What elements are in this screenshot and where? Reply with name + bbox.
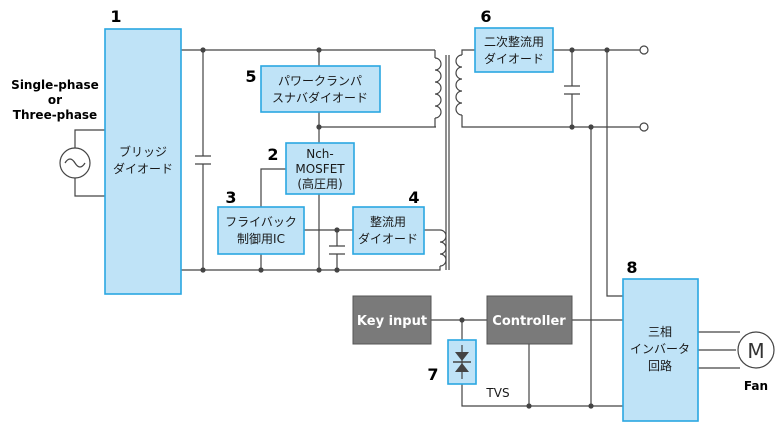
- rectifier-diode-label-1: 整流用: [370, 214, 406, 229]
- motor-symbol: M: [747, 339, 764, 363]
- bridge-diode-box: [104, 28, 182, 295]
- bridge-diode-label-2: ダイオード: [113, 161, 173, 176]
- wiring: [74, 49, 740, 407]
- rectifier-diode-box: [352, 206, 425, 255]
- inverter-label-1: 三相: [648, 325, 672, 339]
- mosfet-label-2: MOSFET: [295, 162, 345, 176]
- inverter-label-3: 回路: [648, 358, 672, 373]
- snubber-diode-label-1: パワークランパ: [278, 74, 362, 88]
- block-bridge-diode: 1 ブリッジ ダイオード: [104, 7, 182, 295]
- block-key-input: Key input: [352, 295, 432, 345]
- source-label-line2: or: [48, 93, 62, 107]
- block-snubber-diode: 5 パワークランパ スナバダイオード: [245, 65, 381, 113]
- fan-label: Fan: [744, 379, 768, 393]
- ac-source: Single-phase or Three-phase: [11, 78, 99, 179]
- block-number-2: 2: [267, 145, 278, 164]
- block-number-3: 3: [225, 188, 236, 207]
- mosfet-label-1: Nch-: [306, 147, 334, 161]
- block-number-4: 4: [408, 188, 419, 207]
- key-input-box: [352, 295, 432, 345]
- key-input-label: Key input: [357, 314, 427, 329]
- block-rectifier-diode: 4 整流用 ダイオード: [352, 188, 425, 255]
- fan-motor: M Fan: [737, 331, 775, 393]
- controller-box: [486, 295, 573, 345]
- block-controller: Controller: [486, 295, 573, 345]
- snubber-diode-label-2: スナバダイオード: [272, 90, 368, 105]
- secondary-diode-label-1: 二次整流用: [484, 34, 544, 49]
- source-label-line1: Single-phase: [11, 78, 99, 92]
- mosfet-box: [285, 142, 355, 195]
- output-terminal-minus: [639, 122, 649, 132]
- flyback-ic-box: [217, 206, 305, 255]
- source-label-line3: Three-phase: [13, 108, 97, 122]
- block-number-1: 1: [110, 7, 121, 26]
- snubber-diode-box: [260, 65, 381, 113]
- block-inverter: 8 三相 インバータ 回路: [622, 258, 699, 422]
- tvs-label: TVS: [485, 386, 509, 400]
- flyback-ic-label-1: フライバック: [225, 215, 297, 229]
- block-number-8: 8: [626, 258, 637, 277]
- mosfet-label-3: (高圧用): [297, 176, 342, 191]
- flyback-ic-label-2: 制御用IC: [237, 231, 285, 246]
- output-terminal-plus: [639, 45, 649, 55]
- block-flyback-ic: 3 フライバック 制御用IC: [217, 188, 305, 255]
- block-secondary-diode: 6 二次整流用 ダイオード: [474, 7, 554, 73]
- tvs-diode-icon: [453, 345, 471, 379]
- inverter-box: [622, 278, 699, 422]
- block-mosfet: 2 Nch- MOSFET (高圧用): [267, 142, 355, 195]
- controller-label: Controller: [492, 314, 566, 329]
- block-tvs: 7 TVS: [427, 339, 510, 400]
- inverter-label-2: インバータ: [630, 342, 690, 356]
- block-number-7: 7: [427, 365, 438, 384]
- secondary-diode-label-2: ダイオード: [484, 51, 544, 66]
- block-number-6: 6: [480, 7, 491, 26]
- junction-dots: [200, 47, 610, 409]
- motor-icon: [737, 331, 775, 369]
- bridge-diode-label-1: ブリッジ: [119, 144, 167, 159]
- secondary-diode-box: [474, 27, 554, 73]
- block-number-5: 5: [245, 67, 256, 86]
- rectifier-diode-label-2: ダイオード: [358, 231, 418, 246]
